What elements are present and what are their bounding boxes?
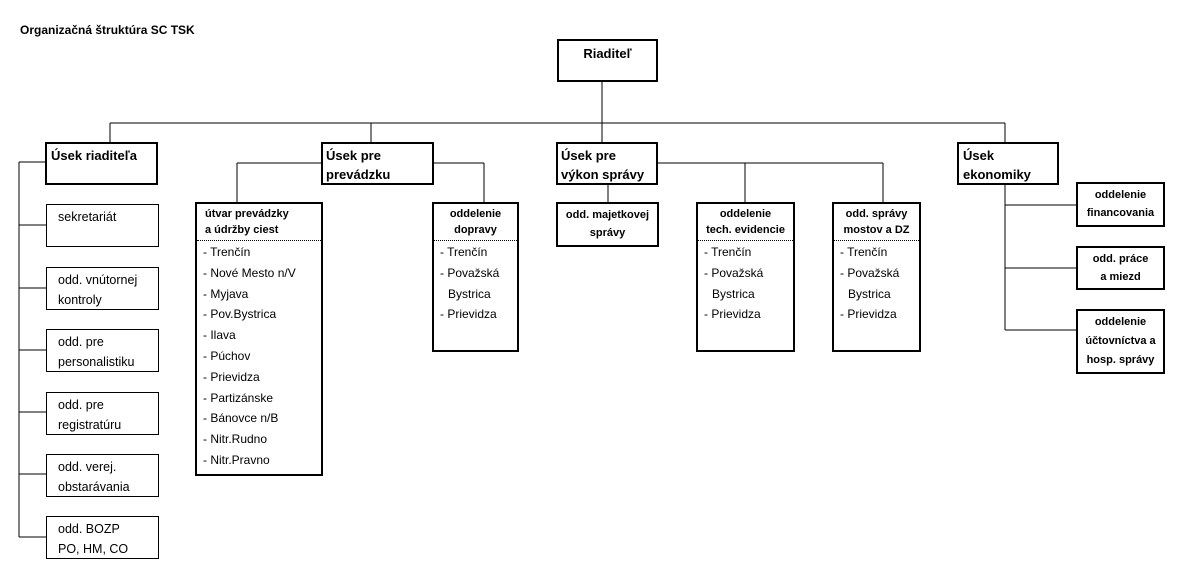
list-item: - Považská: [440, 265, 500, 280]
list-item: - Považská: [704, 265, 764, 280]
unit-header-line: odd. majetkovej: [565, 209, 650, 221]
list-item: - Bánovce n/B: [203, 411, 279, 426]
section-label: Úsek riaditeľa: [51, 148, 137, 163]
list-item: Bystrica: [712, 286, 755, 301]
unit-safety: odd. BOZP PO, HM, CO: [46, 516, 159, 559]
section-director-office: Úsek riaditeľa: [45, 142, 158, 185]
section-label: prevádzku: [326, 167, 391, 182]
unit-header-line: mostov a DZ: [843, 224, 910, 236]
list-item: - Myjava: [203, 286, 249, 301]
unit-header-line: oddelenie: [1094, 189, 1147, 201]
unit-header-line: odd. práce: [1092, 253, 1149, 265]
list-item: - Trenčín: [203, 245, 251, 259]
unit-header-line: a údržby ciest: [205, 224, 279, 236]
unit-label: odd. verej.: [58, 460, 117, 474]
unit-label: obstarávania: [58, 480, 130, 494]
unit-header: oddelenie účtovníctva a hosp. správy: [1078, 311, 1163, 372]
unit-label: registratúru: [58, 418, 122, 432]
list-item: - Trenčín: [704, 245, 752, 259]
section-economy: Úsek ekonomiky: [957, 142, 1059, 185]
unit-labor-wages: odd. práce a miezd: [1076, 246, 1165, 290]
unit-personnel: odd. pre personalistiku: [46, 329, 159, 372]
director-box: Riaditeľ: [557, 39, 658, 82]
section-operations: Úsek pre prevádzku: [321, 142, 434, 185]
list-item: - Pov.Bystrica: [203, 307, 277, 322]
unit-label: personalistiku: [58, 355, 135, 369]
section-administration: Úsek pre výkon správy: [556, 142, 658, 185]
unit-label: odd. pre: [58, 335, 104, 349]
list-item: - Trenčín: [840, 245, 888, 259]
unit-items: - Trenčín - Považská Bystrica - Prievidz…: [434, 241, 517, 325]
unit-secretariat: sekretariát: [46, 204, 159, 247]
unit-items: - Trenčín - Považská Bystrica - Prievidz…: [834, 241, 919, 325]
list-item: - Prievidza: [840, 307, 897, 322]
unit-registry: odd. pre registratúru: [46, 392, 159, 435]
list-item: - Nitr.Pravno: [203, 452, 270, 467]
unit-road-maintenance: útvar prevádzky a údržby ciest - Trenčín…: [195, 202, 323, 476]
unit-accounting: oddelenie účtovníctva a hosp. správy: [1076, 309, 1165, 374]
unit-header: odd. správy mostov a DZ: [834, 204, 919, 241]
list-item: Bystrica: [848, 286, 891, 301]
unit-header-line: útvar prevádzky: [205, 208, 289, 220]
unit-header-line: účtovníctva a: [1085, 335, 1156, 347]
unit-label: PO, HM, CO: [58, 542, 129, 556]
unit-header-line: financovania: [1086, 207, 1155, 219]
unit-header-line: správy: [589, 227, 626, 239]
list-item: - Púchov: [203, 348, 251, 363]
section-label: Úsek pre: [326, 148, 381, 163]
unit-header-line: oddelenie: [1094, 316, 1147, 328]
unit-header-line: a miezd: [1100, 271, 1141, 283]
unit-header: oddelenie dopravy: [434, 204, 517, 241]
section-label: Úsek pre: [561, 148, 616, 163]
unit-label: odd. BOZP: [58, 522, 120, 536]
unit-public-procurement: odd. verej. obstarávania: [46, 454, 159, 497]
unit-header: odd. majetkovej správy: [558, 204, 657, 244]
unit-label: odd. vnútornej: [58, 273, 138, 287]
list-item: - Prievidza: [440, 307, 497, 322]
list-item: - Partizánske: [203, 390, 274, 405]
unit-items: - Trenčín - Nové Mesto n/V - Myjava - Po…: [197, 241, 321, 471]
unit-label: sekretariát: [58, 210, 117, 224]
unit-label: kontroly: [58, 293, 102, 307]
list-item: - Nitr.Rudno: [203, 432, 268, 447]
unit-label: odd. pre: [58, 398, 104, 412]
unit-header-line: oddelenie: [449, 208, 502, 220]
list-item: - Prievidza: [203, 369, 260, 384]
unit-transport: oddelenie dopravy - Trenčín - Považská B…: [432, 202, 519, 352]
list-item: Bystrica: [448, 286, 491, 301]
unit-items: - Trenčín - Považská Bystrica - Prievidz…: [698, 241, 793, 325]
unit-financing: oddelenie financovania: [1076, 182, 1165, 227]
unit-bridges-signs: odd. správy mostov a DZ - Trenčín - Pova…: [832, 202, 921, 352]
unit-header-line: odd. správy: [845, 208, 908, 220]
section-label: ekonomiky: [963, 167, 1031, 182]
list-item: - Nové Mesto n/V: [203, 265, 296, 280]
unit-header-line: hosp. správy: [1086, 354, 1155, 366]
list-item: - Prievidza: [704, 307, 761, 322]
unit-header-line: tech. evidencie: [706, 224, 785, 236]
unit-header: oddelenie financovania: [1078, 184, 1163, 224]
section-label: Úsek: [963, 148, 995, 163]
section-label: výkon správy: [561, 167, 645, 182]
unit-tech-records: oddelenie tech. evidencie - Trenčín - Po…: [696, 202, 795, 352]
director-label: Riaditeľ: [583, 46, 632, 61]
unit-header: útvar prevádzky a údržby ciest: [197, 204, 321, 241]
unit-property-management: odd. majetkovej správy: [556, 202, 659, 247]
list-item: - Ilava: [203, 328, 236, 343]
unit-header-line: dopravy: [454, 224, 497, 236]
unit-header: oddelenie tech. evidencie: [698, 204, 793, 241]
list-item: - Považská: [840, 265, 900, 280]
page-title: Organizačná štruktúra SC TSK: [20, 23, 195, 37]
list-item: - Trenčín: [440, 245, 488, 259]
unit-internal-control: odd. vnútornej kontroly: [46, 267, 159, 310]
unit-header-line: oddelenie: [719, 208, 772, 220]
unit-header: odd. práce a miezd: [1078, 248, 1163, 288]
